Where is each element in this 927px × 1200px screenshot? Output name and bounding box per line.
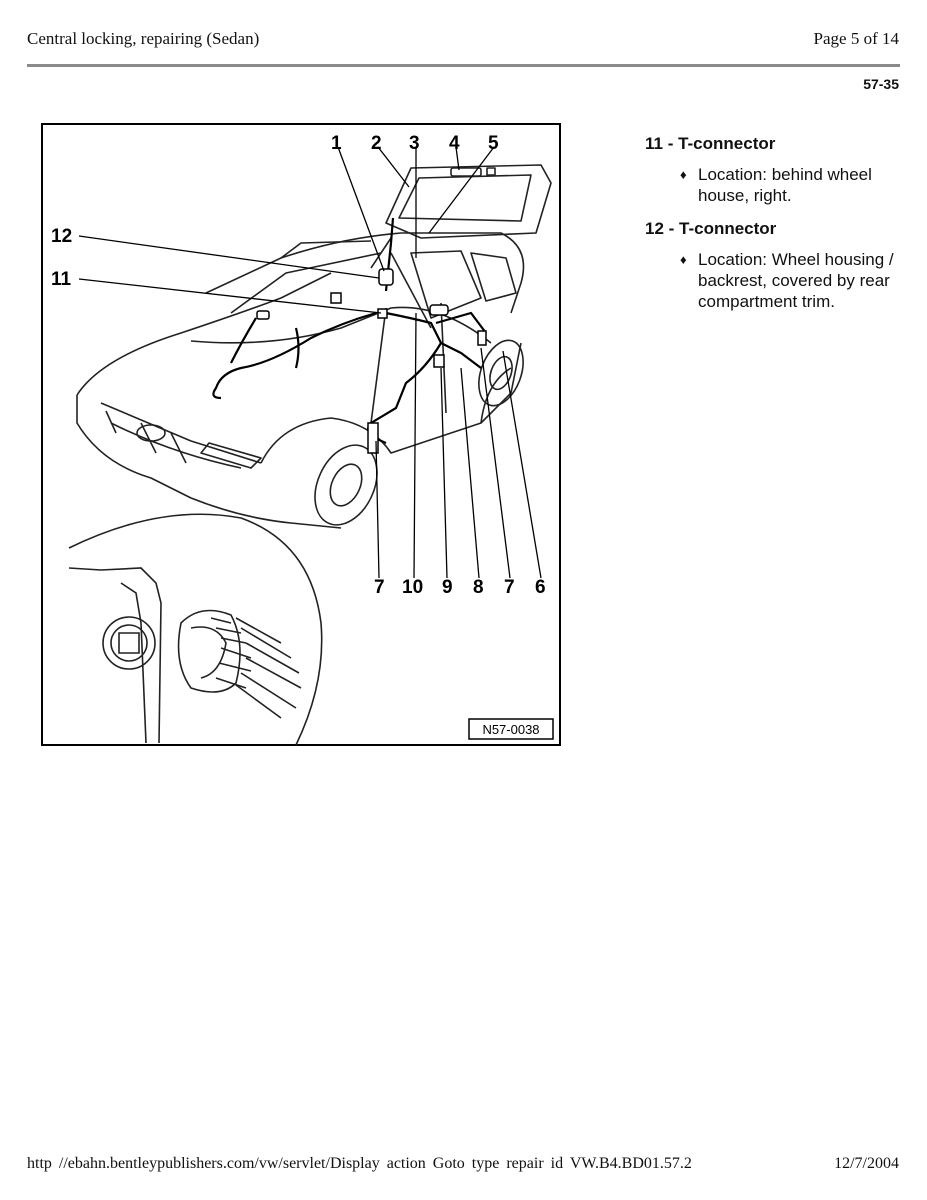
- legend-list: 11 - T-connector ♦ Location: behind whee…: [645, 133, 905, 324]
- legend-bullet: ♦ Location: behind wheel house, right.: [645, 164, 905, 206]
- legend-item-title: 12 - T-connector: [645, 219, 777, 238]
- page-indicator: Page 5 of 14: [813, 29, 899, 48]
- legend-item: 12 - T-connector ♦ Location: Wheel housi…: [645, 218, 905, 312]
- legend-item: 11 - T-connector ♦ Location: behind whee…: [645, 133, 905, 206]
- callout-7a: 7: [374, 577, 385, 598]
- document-title: Central locking, repairing (Sedan): [27, 29, 260, 48]
- figure-id: N57-0038: [482, 722, 539, 737]
- legend-item-title: 11 - T-connector: [645, 134, 776, 153]
- callout-3: 3: [409, 133, 420, 154]
- callout-7b: 7: [504, 577, 515, 598]
- connector-detail-inset: [68, 513, 323, 746]
- callout-8: 8: [473, 577, 484, 598]
- car-illustration: [76, 164, 552, 529]
- footer-url: http //ebahn.bentleypublishers.com/vw/se…: [27, 1155, 692, 1172]
- callout-6: 6: [535, 577, 546, 598]
- wiring-diagram-figure: 1 2 3 4 5 12 11 7 10 9 8 7 6 N57-0038: [41, 123, 561, 746]
- wiring-harness: [212, 217, 487, 445]
- footer-date: 12/7/2004: [834, 1155, 899, 1172]
- page-code: 57-35: [863, 76, 899, 92]
- header-divider: [27, 64, 900, 67]
- legend-bullet-text: Location: behind wheel house, right.: [698, 165, 872, 205]
- callout-9: 9: [442, 577, 453, 598]
- legend-bullet-text: Location: Wheel housing / backrest, cove…: [698, 250, 894, 311]
- diamond-bullet-icon: ♦: [680, 167, 687, 182]
- legend-bullet: ♦ Location: Wheel housing / backrest, co…: [645, 249, 905, 312]
- callout-5: 5: [488, 133, 499, 154]
- callout-12: 12: [51, 226, 72, 247]
- callout-11: 11: [51, 269, 72, 290]
- callout-1: 1: [331, 133, 342, 154]
- callout-2: 2: [371, 133, 382, 154]
- callout-10: 10: [402, 577, 423, 598]
- callout-4: 4: [449, 133, 460, 154]
- diamond-bullet-icon: ♦: [680, 252, 687, 267]
